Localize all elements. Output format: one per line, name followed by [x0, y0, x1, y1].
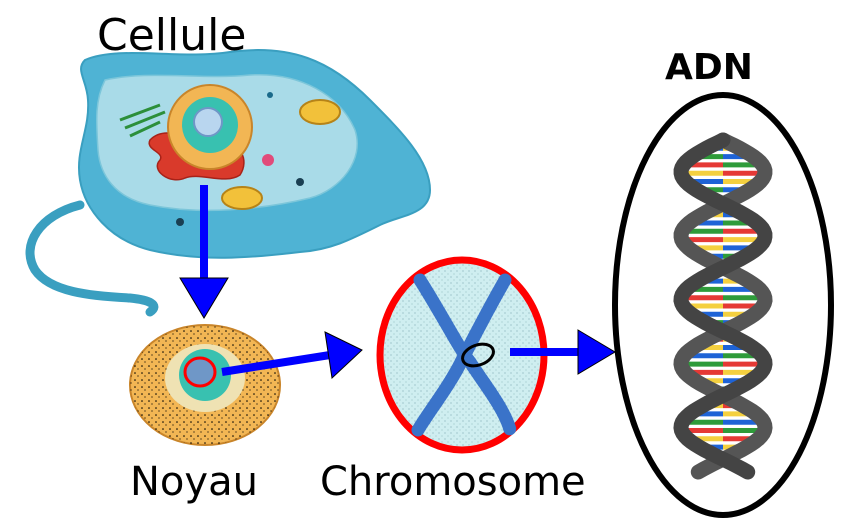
label-noyau: Noyau: [130, 459, 258, 505]
label-chromosome: Chromosome: [320, 459, 586, 505]
nucleus-illustration: [129, 324, 281, 446]
label-adn: ADN: [665, 47, 753, 88]
dna-illustration: [612, 92, 834, 518]
cell-green-organelle: [119, 103, 166, 138]
arrow-chromosome-to-dna: [577, 329, 616, 375]
cell-mitochondrion-2: [221, 186, 263, 210]
cell-flagellum: [25, 200, 159, 317]
dna-backbone-1: [673, 132, 773, 480]
nucleus-highlight-ring: [183, 356, 217, 388]
cell-nucleolus: [193, 107, 223, 137]
label-cellule: Cellule: [97, 10, 247, 61]
cell-mitochondrion-1: [299, 99, 341, 125]
chromatid-1: [413, 273, 517, 437]
flow-arrows: [179, 185, 616, 380]
chromosome-highlight-loop: [461, 342, 495, 368]
arrow-nucleus-to-chromosome: [324, 331, 363, 380]
chromosome-illustration: [376, 256, 548, 454]
animal-cell-illustration: [25, 49, 432, 317]
arrow-cell-to-nucleus: [179, 277, 229, 319]
dna-backbone-2: [673, 132, 773, 480]
